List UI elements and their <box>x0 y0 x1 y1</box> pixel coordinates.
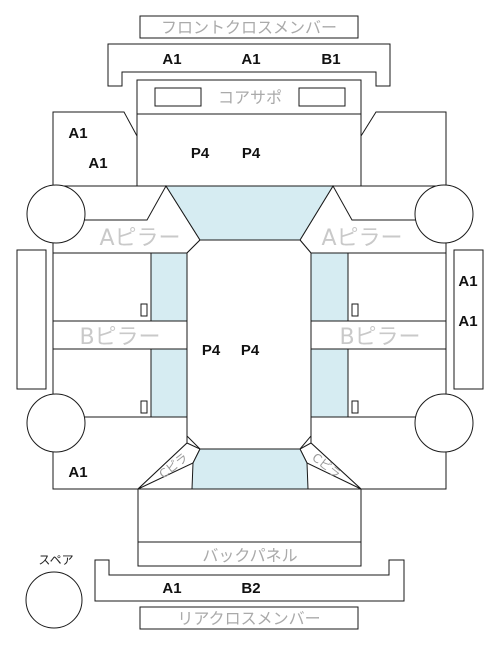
headlight-right <box>298 87 346 107</box>
front-member-code-1: A1 <box>162 51 181 68</box>
b-pillar-left[interactable] <box>52 320 188 350</box>
front-door-glass-left[interactable] <box>150 252 188 322</box>
core-support-label: コアサポ <box>218 88 282 107</box>
b-pillar-right[interactable] <box>310 320 447 350</box>
front-fender-left[interactable] <box>52 111 138 187</box>
front-door-handle-right <box>351 303 359 317</box>
rear-cross-member-label-box <box>139 606 359 630</box>
tire-front-left[interactable] <box>26 184 86 244</box>
spare-tire[interactable] <box>25 571 83 629</box>
front-cross-member-label-box <box>139 15 359 39</box>
right-side-code-2: A1 <box>458 313 477 330</box>
hood-code-2: P4 <box>242 145 261 162</box>
hood-code-1: P4 <box>191 145 210 162</box>
rear-cross-member-label: リアクロスメンバー <box>177 609 320 628</box>
roof-code-2: P4 <box>241 342 260 359</box>
front-cross-member-label: フロントクロスメンバー <box>161 18 337 37</box>
right-side-code-1: A1 <box>458 273 477 290</box>
trunk-lid[interactable] <box>137 488 362 543</box>
tire-rear-right[interactable] <box>414 393 474 453</box>
rocker-panel-left[interactable] <box>16 249 47 390</box>
spare-label: スペア <box>38 553 73 567</box>
rear-door-glass-left[interactable] <box>150 348 188 418</box>
back-panel[interactable] <box>137 541 362 567</box>
b-pillar-left-label: Bピラー <box>79 325 160 350</box>
a-pillar-left-label: Aピラー <box>99 226 180 251</box>
roof-code-1: P4 <box>202 342 221 359</box>
rear-window[interactable] <box>191 448 309 490</box>
front-member-code-2: A1 <box>241 51 260 68</box>
rear-member-code-2: B2 <box>241 580 260 597</box>
b-pillar-right-label: Bピラー <box>339 325 420 350</box>
front-fender-right[interactable] <box>360 111 447 187</box>
rear-door-glass-right[interactable] <box>310 348 349 418</box>
front-member-code-3: B1 <box>321 51 340 68</box>
front-left-code-1: A1 <box>68 125 87 142</box>
back-panel-label: バックパネル <box>202 546 297 565</box>
front-left-code-2: A1 <box>88 155 107 172</box>
headlight-left <box>154 87 202 107</box>
front-door-handle-left <box>140 303 148 317</box>
front-cross-member[interactable] <box>107 43 391 87</box>
rear-cross-member[interactable] <box>94 559 405 602</box>
a-pillar-right-label: Aピラー <box>321 226 402 251</box>
rear-left-code: A1 <box>68 464 87 481</box>
front-door-glass-right[interactable] <box>310 252 349 322</box>
tire-rear-left[interactable] <box>26 393 86 453</box>
rear-door-handle-right <box>351 400 359 414</box>
rear-door-handle-left <box>140 400 148 414</box>
tire-front-right[interactable] <box>414 184 474 244</box>
rear-member-code-1: A1 <box>162 580 181 597</box>
rocker-panel-right[interactable] <box>453 249 484 390</box>
